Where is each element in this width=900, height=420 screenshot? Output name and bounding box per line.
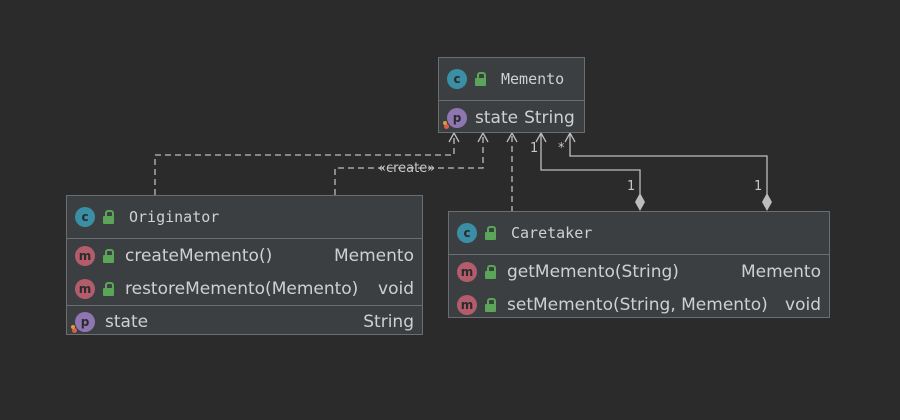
multiplicity-right-top: *: [558, 141, 565, 156]
field-type: String: [363, 312, 414, 332]
class-icon: c: [457, 223, 477, 243]
multiplicity-left-bottom: 1: [627, 179, 636, 194]
aggregation-line-1: [540, 133, 641, 196]
public-lock-icon: [485, 297, 497, 312]
memento-field-type: String: [524, 107, 575, 128]
public-lock-icon: [103, 248, 115, 263]
aggregation-diamond-2: [762, 193, 772, 211]
originator-class-title: Originator: [129, 208, 220, 226]
class-icon: c: [447, 69, 467, 89]
originator-method-row[interactable]: m restoreMemento(Memento) void: [67, 272, 422, 305]
public-lock-icon: [485, 226, 497, 240]
multiplicity-right-bottom: 1: [754, 179, 763, 194]
method-icon: m: [457, 294, 477, 315]
method-icon: m: [75, 278, 95, 299]
memento-class-header[interactable]: c Memento: [439, 58, 584, 101]
public-lock-icon: [475, 72, 487, 86]
caretaker-class-header[interactable]: c Caretaker: [449, 212, 829, 255]
caretaker-method-row[interactable]: m setMemento(String, Memento) void: [449, 288, 829, 321]
caretaker-class-title: Caretaker: [511, 224, 593, 242]
method-icon: m: [75, 245, 95, 266]
method-return-type: void: [785, 294, 821, 315]
aggregation-arrow-1: [535, 131, 547, 143]
originator-dependency-line: [154, 133, 455, 195]
method-name: restoreMemento(Memento): [125, 278, 359, 299]
aggregation-diamond-1: [635, 193, 645, 211]
public-lock-icon: [103, 210, 115, 224]
originator-dependency-arrow: [448, 131, 460, 143]
class-icon: c: [75, 207, 95, 227]
method-return-type: Memento: [334, 245, 414, 266]
memento-field-row[interactable]: p state String: [439, 101, 584, 134]
method-icon: m: [457, 261, 477, 282]
originator-class-header[interactable]: c Originator: [67, 196, 422, 239]
method-name: getMemento(String): [507, 261, 679, 282]
originator-class-box[interactable]: c Originator m createMemento() Memento m…: [66, 195, 423, 335]
caretaker-method-row[interactable]: m getMemento(String) Memento: [449, 255, 829, 288]
aggregation-arrow-2: [564, 131, 576, 143]
field-name: state: [105, 312, 149, 332]
caretaker-class-box[interactable]: c Caretaker m getMemento(String) Memento…: [448, 211, 830, 318]
field-icon: p: [71, 312, 95, 333]
caretaker-dependency-arrow: [506, 131, 518, 143]
method-name: setMemento(String, Memento): [507, 294, 768, 315]
public-lock-icon: [485, 264, 497, 279]
multiplicity-left-top: 1: [530, 141, 539, 156]
originator-field-row[interactable]: p state String: [67, 305, 422, 338]
create-dependency-line: [334, 133, 484, 195]
public-lock-icon: [103, 281, 115, 296]
memento-field-name: state: [475, 107, 519, 128]
originator-method-row[interactable]: m createMemento() Memento: [67, 239, 422, 272]
memento-class-box[interactable]: c Memento p state String: [438, 57, 585, 133]
memento-class-title: Memento: [501, 70, 565, 88]
field-icon: p: [443, 107, 467, 129]
method-name: createMemento(): [125, 245, 273, 266]
create-stereotype-label: «create»: [378, 161, 436, 176]
method-return-type: Memento: [741, 261, 821, 282]
create-dependency-arrow: [477, 131, 489, 143]
method-return-type: void: [378, 278, 414, 299]
aggregation-line-2: [569, 133, 768, 196]
